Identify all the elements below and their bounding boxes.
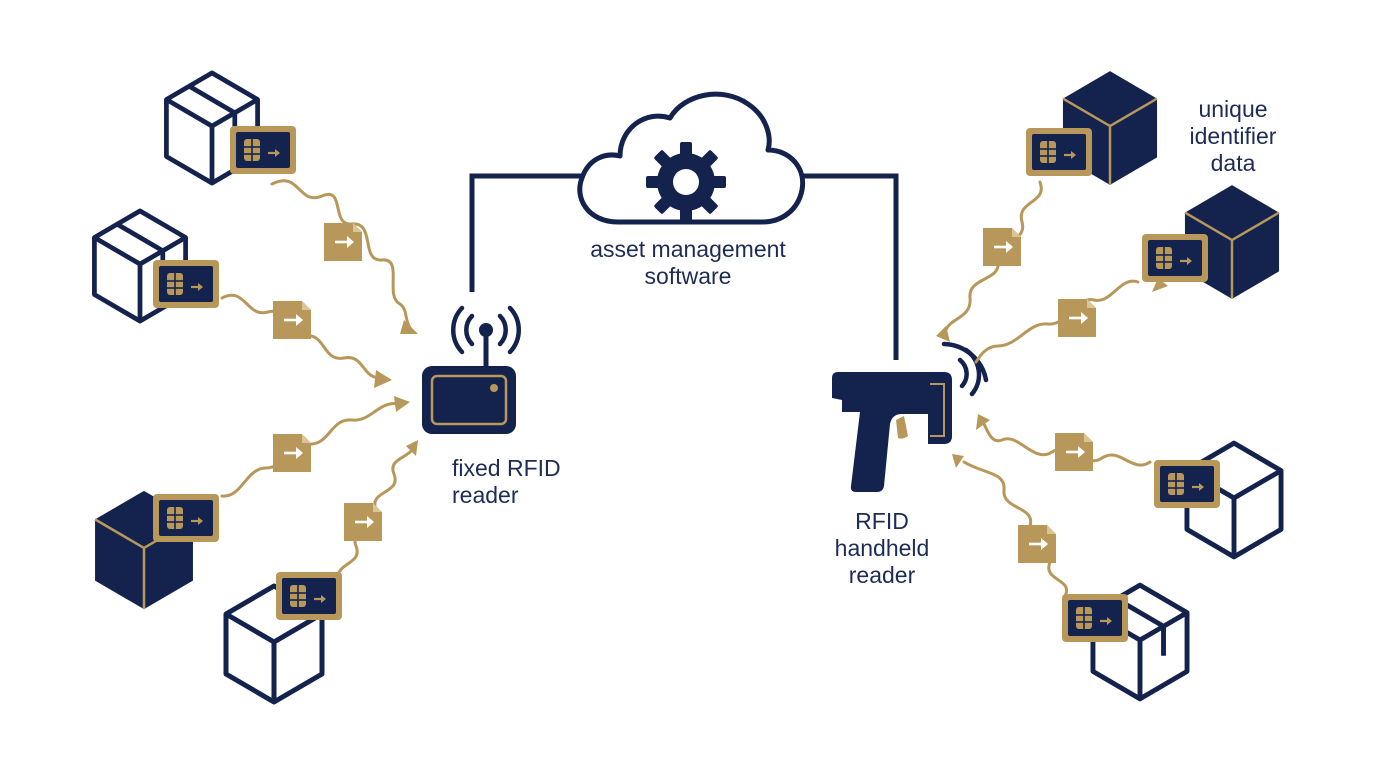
document-arrow-icon	[1056, 297, 1098, 339]
rfid-tag-icon	[1140, 232, 1210, 284]
antenna-reader-icon	[422, 305, 521, 434]
document-arrow-icon	[271, 432, 313, 474]
rfid-tag-icon	[1152, 458, 1222, 510]
rfid-tag-icon	[274, 570, 344, 622]
document-arrow-icon	[271, 299, 313, 341]
identifier-label-line-2: identifier	[1189, 123, 1277, 149]
document-arrow-icon	[342, 501, 384, 543]
rfid-tag-icon	[1060, 592, 1130, 644]
document-arrow-icon	[322, 221, 364, 263]
signal-arrowhead	[976, 414, 990, 430]
signal-arrowhead	[394, 396, 410, 412]
scanner-gun-icon	[832, 341, 989, 492]
link-line-handheld	[796, 173, 899, 360]
signal-arrowhead	[374, 370, 392, 388]
signal-wave	[270, 179, 412, 330]
rfid-tag-icon	[228, 124, 298, 176]
handheld-reader-label-line-1: RFID	[855, 508, 909, 534]
signal-arrowhead	[400, 320, 418, 334]
rfid-tag-icon	[151, 258, 221, 310]
handheld-reader-label: RFID handheld reader	[812, 508, 952, 589]
rfid-tag-icon	[1024, 126, 1094, 178]
fixed-reader-label-line-2: reader	[452, 482, 519, 508]
fixed-reader-label: fixed RFID reader	[452, 455, 592, 509]
signal-arrowhead	[1152, 278, 1168, 292]
identifier-label: unique identifier data	[1168, 96, 1298, 177]
document-arrow-icon	[1016, 523, 1058, 565]
document-arrow-icon	[981, 226, 1023, 268]
software-label-line-2: software	[644, 263, 732, 289]
signal-arrowhead	[936, 326, 950, 342]
rfid-tag-icon	[151, 492, 221, 544]
software-label-line-1: asset management	[590, 236, 786, 262]
cloud-gear-icon	[577, 91, 806, 225]
software-label: asset management software	[560, 236, 816, 290]
handheld-reader-label-line-2: handheld	[834, 535, 930, 561]
identifier-label-line-3: data	[1210, 150, 1256, 176]
handheld-reader-label-line-3: reader	[848, 562, 916, 588]
fixed-reader-label-line-1: fixed RFID	[452, 455, 561, 481]
link-line-fixed	[469, 173, 590, 292]
signal-arrowhead	[952, 454, 964, 468]
signal-arrowhead	[406, 440, 418, 456]
identifier-label-line-1: unique	[1198, 96, 1268, 122]
document-arrow-icon	[1053, 431, 1095, 473]
signal-wave	[982, 422, 1152, 467]
signal-wave	[974, 279, 1140, 364]
